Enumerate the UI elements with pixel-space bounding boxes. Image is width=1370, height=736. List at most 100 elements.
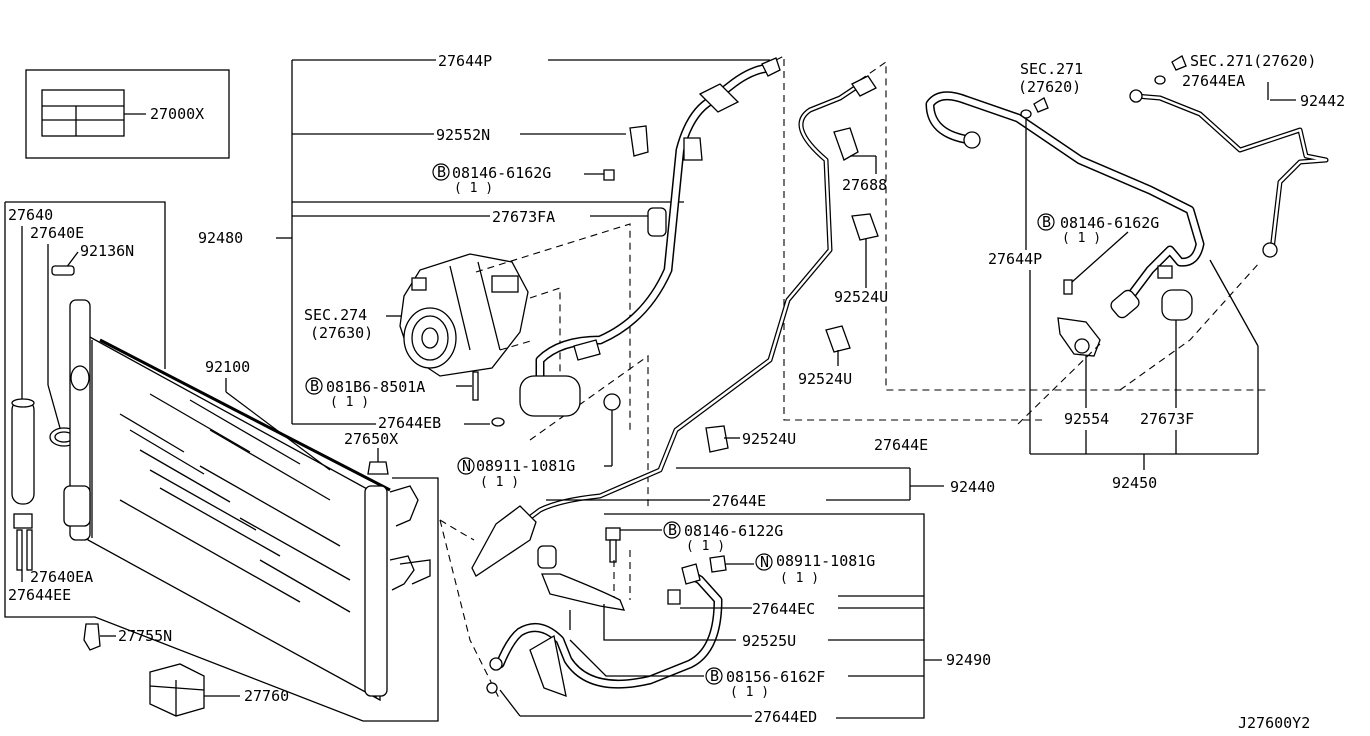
- bolt-08146-6122g-label: 08146-6122G: [684, 522, 783, 540]
- part-27688-label: 27688: [842, 176, 887, 194]
- bolt-head-icon: [605, 527, 621, 541]
- qty-label: ( 1 ): [330, 395, 369, 410]
- nut-icon: [603, 393, 621, 411]
- part-27644ea-label: 27644EA: [1182, 72, 1245, 90]
- part-92524u-a-label: 92524U: [834, 288, 888, 306]
- bolt-081b6-8501a-label: 081B6-8501A: [326, 378, 425, 396]
- bolt-icon: [603, 169, 615, 181]
- grommet-27673f-icon: [1161, 289, 1193, 321]
- bolt-badge-letter: B: [1042, 213, 1051, 231]
- condenser-cap-icon: [367, 461, 389, 475]
- part-27673fa-label: 27673FA: [492, 208, 555, 226]
- part-27000x-label: 27000X: [150, 105, 204, 123]
- part-27644ee-label: 27644EE: [8, 586, 71, 604]
- sensor-27760-icon: [149, 663, 205, 717]
- condenser-frame-top: [5, 201, 166, 369]
- part-27755n-label: 27755N: [118, 627, 172, 645]
- grommet-icon: [537, 545, 557, 569]
- hose-92450-group: SEC.271 (27620) SEC.271(27620) 27644EA 9…: [925, 52, 1345, 492]
- sec271-ref-label: (27620): [1018, 78, 1081, 96]
- part-92136n-label: 92136N: [80, 242, 134, 260]
- part-27640ea-label: 27640EA: [30, 568, 93, 586]
- part-27644ec-label: 27644EC: [752, 600, 815, 618]
- hose-92480-group: 92480 27644P 92552N B 08146-6162G ( 1 ) …: [198, 52, 1046, 510]
- part-27760-label: 27760: [244, 687, 289, 705]
- condenser-right-tank-icon: [364, 485, 388, 697]
- part-92490-label: 92490: [946, 651, 991, 669]
- qty-label: ( 1 ): [1062, 231, 1101, 246]
- bolt-08146-6162g-label: 08146-6162G: [452, 164, 551, 182]
- part-92525u-label: 92525U: [742, 632, 796, 650]
- part-27644e-a-label: 27644E: [874, 436, 928, 454]
- qty-label: ( 1 ): [730, 685, 769, 700]
- condenser-group: 27640 27640E 92136N 27640EA 27644EE: [4, 201, 439, 722]
- qty-label: ( 1 ): [454, 181, 493, 196]
- clamp-92552n-icon: [629, 125, 649, 157]
- condenser-left-tank-icon: [69, 299, 91, 541]
- compressor-bolt-icon: [472, 371, 479, 401]
- clip-92524u-a-icon: [851, 213, 879, 241]
- qty-label: ( 1 ): [480, 475, 519, 490]
- part-27640e-label: 27640E: [30, 224, 84, 242]
- condenser-fins: [119, 393, 351, 613]
- bolt-badge-letter: B: [310, 377, 319, 395]
- muffler-icon: [519, 375, 581, 417]
- clip-92524u-b-icon: [825, 325, 851, 353]
- label-27000x-group: 27000X: [25, 69, 230, 159]
- part-92442-label: 92442: [1300, 92, 1345, 110]
- pipe-bracket-92525u-icon: [541, 573, 626, 611]
- bolt-badge-letter: B: [437, 163, 446, 181]
- part-92554-label: 92554: [1064, 410, 1109, 428]
- bolt-c-icon: [1063, 279, 1073, 295]
- clip-27755n-icon: [83, 623, 101, 651]
- part-92524u-b-label: 92524U: [798, 370, 852, 388]
- bolt-08146-6162g-b-label: 08146-6162G: [1060, 214, 1159, 232]
- qty-label: ( 1 ): [780, 571, 819, 586]
- pipe-bracket-icon: [471, 505, 537, 577]
- receiver-drier-icon: [11, 399, 35, 505]
- part-27644p-top-label: 27644P: [438, 52, 492, 70]
- clip-27688-icon: [833, 127, 859, 161]
- part-92552n-label: 92552N: [436, 126, 490, 144]
- nut-badge-letter: N: [462, 457, 471, 475]
- sec271-label: SEC.271: [1020, 60, 1083, 78]
- part-27673f-label: 27673F: [1140, 410, 1194, 428]
- bracket-92554-icon: [1057, 317, 1101, 357]
- part-27644eb-label: 27644EB: [378, 414, 441, 432]
- o-ring-icon: [491, 417, 505, 427]
- part-27650x-label: 27650X: [344, 430, 398, 448]
- nut-08911-1081g-label: 08911-1081G: [476, 457, 575, 475]
- part-27640-label: 27640: [8, 206, 53, 224]
- qty-label: ( 1 ): [686, 539, 725, 554]
- part-27644p-right-label: 27644P: [988, 250, 1042, 268]
- bolt-badge-letter: B: [710, 667, 719, 685]
- part-27644ed-label: 27644ED: [754, 708, 817, 726]
- compressor-icon: [399, 253, 529, 377]
- bolt-badge-letter: B: [668, 521, 677, 539]
- hose-bracket-icon: [529, 634, 567, 698]
- pipe-92440-group: 27688 92524U 92524U 92524U 27644E 92440 …: [439, 60, 1268, 701]
- nut-badge-letter: N: [760, 553, 769, 571]
- grommet-27673fa-icon: [647, 207, 667, 237]
- part-92524u-c-label: 92524U: [742, 430, 796, 448]
- arrow-icon: [1033, 97, 1049, 113]
- sec274-label: SEC.274: [304, 306, 367, 324]
- diagram-id-label: J27600Y2: [1238, 714, 1310, 732]
- clip-92524u-c-icon: [705, 425, 729, 453]
- label-27000x-frame: [25, 69, 230, 159]
- part-92100-label: 92100: [205, 358, 250, 376]
- sec274-ref-label: (27630): [310, 324, 373, 342]
- sensor-parts-group: 27755N 27760: [83, 623, 289, 717]
- condenser-frame-bottom: [4, 202, 439, 722]
- part-92440-label: 92440: [950, 478, 995, 496]
- bolt-badge-icon: [432, 163, 450, 181]
- drier-cap-icon: [13, 513, 33, 529]
- arrow-b-icon: [1171, 55, 1187, 71]
- warning-label-icon: [41, 89, 125, 137]
- sec271b-label: SEC.271(27620): [1190, 52, 1316, 70]
- nut-08911-1081g-b-label: 08911-1081G: [776, 552, 875, 570]
- hose-92490-group: 92490 B 08146-6122G ( 1 ) N 08911-1081G …: [486, 513, 991, 726]
- part-92450-label: 92450: [1112, 474, 1157, 492]
- part-27644e-b-label: 27644E: [712, 492, 766, 510]
